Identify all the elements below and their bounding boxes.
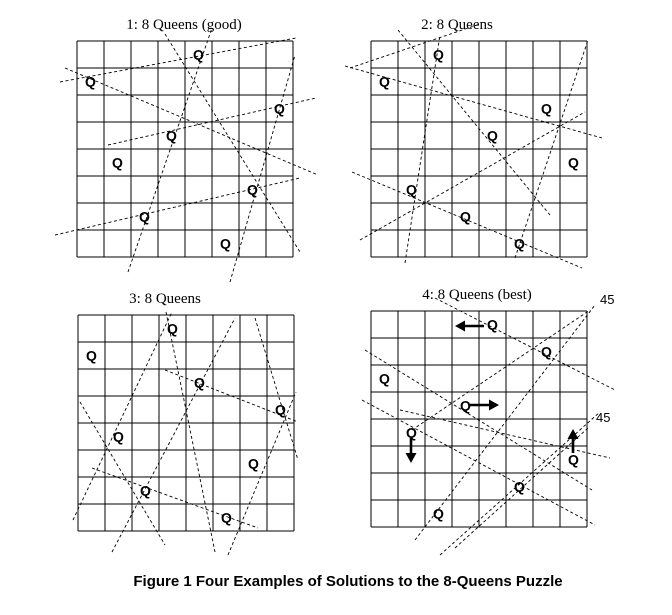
queen: Q [568,155,579,171]
queen: Q [113,429,124,445]
attack-lines [72,311,299,556]
attack-line [454,427,589,549]
queen: Q [274,101,285,117]
queen: Q [514,479,525,495]
queen: Q [194,375,205,391]
queen: Q [541,101,552,117]
attack-lines [344,23,603,269]
attack-line [364,349,593,491]
attack-line [107,97,317,146]
attack-line [434,297,616,391]
queen: Q [140,483,151,499]
board-1: 1: 8 Queens (good) Q Q Q Q Q Q Q Q [54,17,319,283]
queen: Q [460,398,471,414]
figure-caption: Figure 1 Four Examples of Solutions to t… [133,573,562,590]
queen: Q [406,425,417,441]
attack-lines [54,27,319,283]
board-grid [370,310,588,528]
queen: Q [248,456,259,472]
attack-line [91,467,259,529]
board-title: 2: 8 Queens [421,17,493,33]
queen: Q [379,74,390,90]
attack-line [349,23,481,69]
board-title: 1: 8 Queens (good) [126,17,241,33]
queen: Q [86,348,97,364]
queen: Q [220,236,231,252]
queens: Q Q Q Q Q Q Q Q [86,321,286,526]
queen: Q [139,209,150,225]
move-arrows [405,320,579,463]
board-4: 4: 8 Queens (best) [361,287,616,556]
board-title: 4: 8 Queens (best) [422,287,532,303]
arrow-right [470,399,499,411]
queen: Q [166,128,177,144]
queen: Q [460,209,471,225]
attack-line [361,399,596,526]
arrow-down [405,438,417,463]
queen: Q [167,321,178,337]
queen: Q [514,236,525,252]
arrow-left [455,320,484,332]
queens: Q Q Q Q Q Q Q Q [85,47,285,252]
queen: Q [541,344,552,360]
attack-line [54,177,301,236]
attack-line [164,369,299,423]
attack-line [399,409,611,459]
attack-line [79,401,166,546]
queen: Q [379,371,390,387]
attack-line [254,317,299,461]
attack-line [72,311,173,521]
board-grid [76,40,294,258]
attack-line [229,54,296,283]
attack-line [227,391,297,556]
queens: Q Q Q Q Q Q Q Q [379,317,579,522]
attack-line [64,67,319,176]
attack-lines [361,297,616,556]
queen: Q [221,510,232,526]
attack-line [59,37,297,83]
attack-line [111,317,236,553]
attack-line [359,111,586,241]
queen: Q [433,506,444,522]
queens: Q Q Q Q Q Q Q Q [379,47,579,252]
angle-label: 45 [600,292,614,307]
queen: Q [247,182,258,198]
queen: Q [406,182,417,198]
board-grid [370,40,588,258]
angle-label: 45 [596,410,610,425]
board-2: 2: 8 Queens Q Q Q Q Q Q Q Q [344,17,603,269]
queen: Q [193,47,204,63]
attack-line [165,311,216,553]
queen: Q [275,402,286,418]
attack-line [164,33,301,253]
queen: Q [85,74,96,90]
board-3: 3: 8 Queens Q Q Q Q Q Q Q Q [72,291,299,556]
queen: Q [487,317,498,333]
board-grid [77,314,295,532]
queen: Q [112,155,123,171]
queen: Q [487,128,498,144]
queen: Q [433,47,444,63]
arrow-up [567,429,579,453]
attack-line [127,27,213,273]
attack-line [411,309,591,431]
attack-line [397,29,551,216]
board-title: 3: 8 Queens [129,291,201,307]
queen: Q [568,452,579,468]
